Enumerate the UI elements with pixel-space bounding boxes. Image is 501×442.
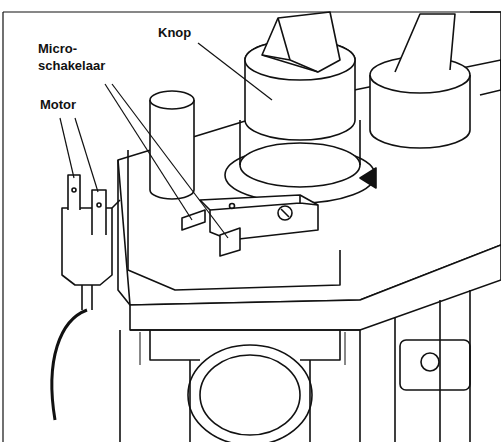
- motor-terminal: [92, 190, 106, 235]
- outlet-flange: [400, 340, 470, 390]
- microswitch: [210, 195, 318, 210]
- inlet-collar: [140, 332, 345, 365]
- part-label: Micro- schakelaar: [38, 40, 120, 74]
- motor-connector: [112, 200, 120, 208]
- part-label: Knop: [158, 24, 218, 41]
- valve-body-front: [130, 245, 501, 330]
- frame-line: [3, 11, 501, 12]
- microswitch-terminal: [182, 210, 205, 230]
- outlet-bore: [421, 353, 439, 371]
- microswitch-screw: [281, 209, 289, 217]
- leader-line: [105, 84, 192, 220]
- microswitch-hole: [230, 204, 235, 209]
- leader-line: [75, 118, 98, 192]
- part-label: Motor: [40, 96, 100, 113]
- motor-lead: [82, 285, 92, 310]
- microswitch: [200, 195, 318, 240]
- inlet-collar: [150, 330, 340, 360]
- motor-wire: [52, 310, 87, 420]
- knob-collar: [240, 143, 360, 187]
- inlet-pipe: [190, 360, 310, 442]
- microswitch-screw: [278, 206, 292, 220]
- inlet-thread: [188, 345, 312, 442]
- inlet-thread: [200, 355, 300, 435]
- motor-terminal-hole: [72, 188, 76, 192]
- leader-line: [198, 43, 272, 100]
- second-knob-grip: [395, 14, 455, 72]
- right-part: [470, 12, 501, 95]
- knob-grip: [262, 12, 340, 72]
- position-mark: [360, 168, 376, 188]
- leader-line: [60, 118, 74, 178]
- frame-line: [2, 12, 3, 442]
- knob-grip: [262, 18, 318, 72]
- motor-terminal: [68, 175, 80, 210]
- pilot-cylinder-top: [150, 91, 194, 109]
- motor-terminal-hole: [97, 203, 101, 207]
- leader-line: [112, 84, 228, 238]
- valve-lower-body: [395, 290, 470, 442]
